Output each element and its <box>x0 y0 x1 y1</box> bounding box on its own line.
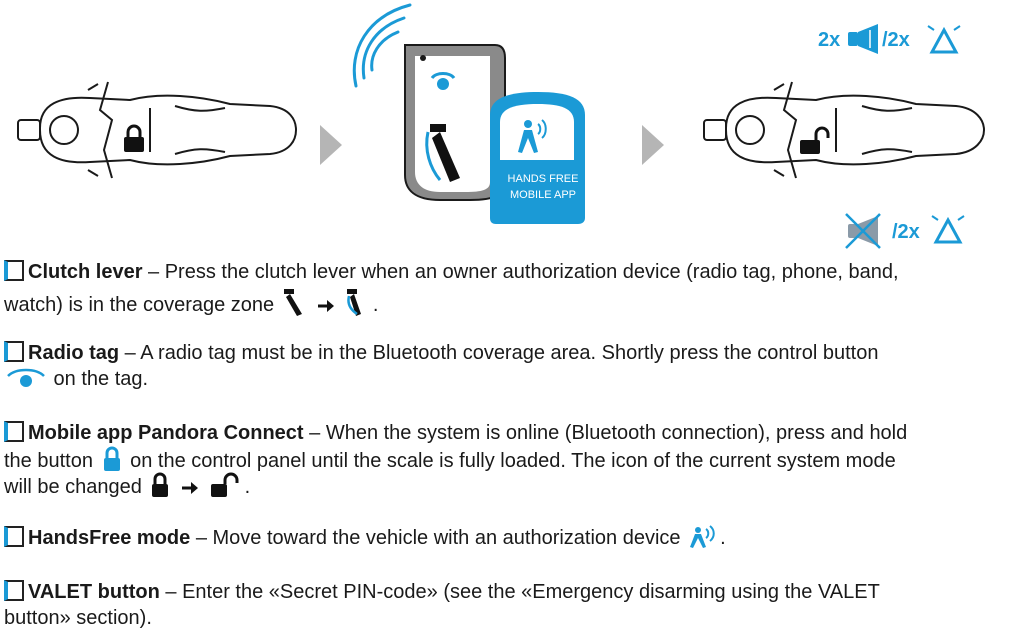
item-text: – Press the clutch lever when an owner a… <box>142 261 899 283</box>
clutch-lever-icon <box>425 124 460 182</box>
handsfree-person-icon <box>518 119 547 153</box>
checkbox-icon <box>4 341 24 362</box>
checkbox-icon <box>4 580 24 601</box>
item-text: . <box>372 294 379 316</box>
radio-tag-illustration <box>404 44 506 201</box>
instruction-mobile-app: Mobile app Pandora Connect – When the sy… <box>4 420 999 446</box>
item-title: Mobile app Pandora Connect <box>28 422 304 444</box>
horn-muted-icon <box>845 213 881 249</box>
item-text: on the tag. <box>48 368 149 390</box>
step-arrow-icon <box>320 125 342 165</box>
lock-open-icon <box>800 126 830 154</box>
signal-separator-label: /2x <box>882 29 910 51</box>
bluetooth-signal-icon <box>352 3 412 88</box>
item-title: Radio tag <box>28 342 120 364</box>
instruction-valet-button: VALET button – Enter the «Secret PIN-cod… <box>4 579 999 605</box>
checkbox-icon <box>4 526 24 547</box>
checkbox-icon <box>4 421 24 442</box>
signal-count-label: 2x <box>818 29 840 51</box>
arrow-right-icon <box>182 482 198 494</box>
item-title: HandsFree mode <box>28 527 191 549</box>
tag-control-button-icon <box>7 368 45 387</box>
badge-line-2: MOBILE APP <box>510 189 576 201</box>
signal-separator-label: /2x <box>892 221 920 243</box>
instruction-mobile-app-line2: the button on the control panel until th… <box>4 446 999 474</box>
clutch-lever-icon <box>283 289 302 316</box>
instruction-clutch-lever-line2: watch) is in the coverage zone . <box>4 286 999 318</box>
motorcycle-locked-illustration <box>17 81 298 179</box>
illustration-strip: HANDS FREE MOBILE APP 2x /2x /2x <box>17 3 986 249</box>
arrow-right-icon <box>318 300 335 312</box>
badge-line-1: HANDS FREE <box>508 173 579 185</box>
item-text: on the control panel until the scale is … <box>124 450 896 472</box>
instruction-handsfree-mode: HandsFree mode – Move toward the vehicle… <box>4 525 999 551</box>
lock-closed-icon <box>124 124 144 152</box>
checkbox-icon <box>4 260 24 281</box>
item-text: . <box>720 527 726 549</box>
item-text: – Enter the «Secret PIN-code» (see the «… <box>159 581 880 603</box>
item-title: Clutch lever <box>28 261 143 283</box>
hazard-lights-icon <box>931 215 965 244</box>
item-text: will be changed <box>4 476 142 498</box>
item-text: – When the system is online (Bluetooth c… <box>303 422 908 444</box>
instruction-radio-tag: Radio tag – A radio tag must be in the B… <box>4 340 999 366</box>
item-title: VALET button <box>28 581 160 603</box>
item-text: watch) is in the coverage zone <box>4 294 275 316</box>
handsfree-person-icon <box>690 525 715 548</box>
motorcycle-unlocked-illustration <box>703 81 986 179</box>
hazard-lights-icon <box>927 25 961 54</box>
item-text: the button <box>4 450 93 472</box>
step-arrow-icon <box>642 125 664 165</box>
lock-closed-icon <box>152 472 169 497</box>
instruction-valet-button-line2: button» section). <box>4 605 999 631</box>
horn-icon <box>848 24 878 54</box>
item-text: – A radio tag must be in the Bluetooth c… <box>119 342 879 364</box>
lock-open-icon <box>210 472 239 497</box>
item-text: button» section). <box>4 607 152 629</box>
clutch-lever-pressed-icon <box>346 289 361 316</box>
instruction-mobile-app-line3: will be changed . <box>4 472 999 500</box>
instruction-radio-tag-line2: on the tag. <box>4 366 999 392</box>
handsfree-app-badge: HANDS FREE MOBILE APP <box>490 92 585 224</box>
lock-button-icon <box>103 446 120 471</box>
instruction-clutch-lever: Clutch lever – Press the clutch lever wh… <box>4 259 999 285</box>
item-text: – Move toward the vehicle with an author… <box>190 527 681 549</box>
item-text: . <box>244 476 251 498</box>
